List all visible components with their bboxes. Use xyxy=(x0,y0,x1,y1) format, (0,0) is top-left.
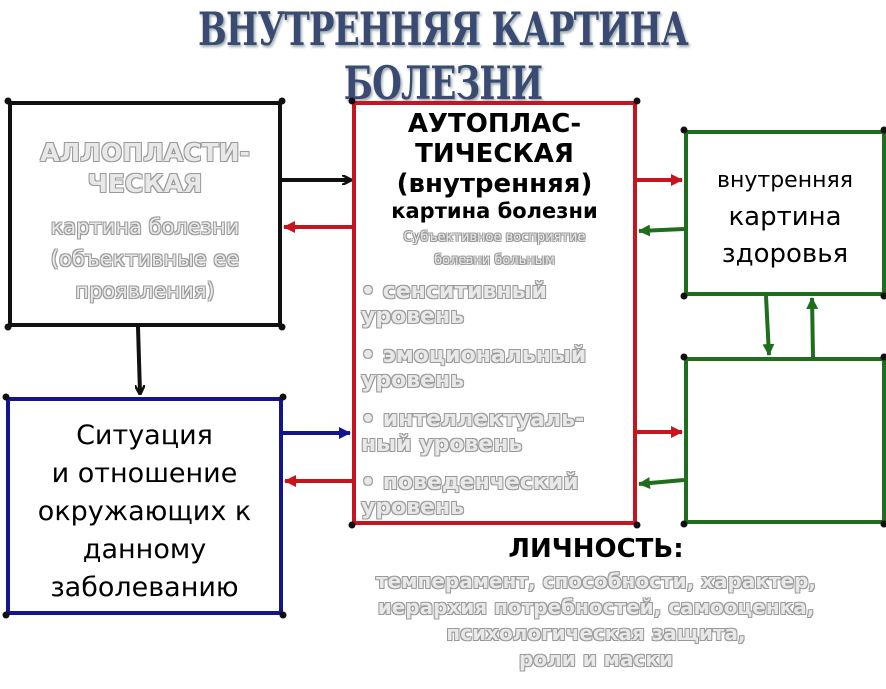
arrow-allo-to-situation xyxy=(138,326,140,393)
autoplastic-box: АУТОПЛАС- ТИЧЕСКАЯ (внутренняя) картина … xyxy=(352,101,637,525)
personality-heading: ЛИЧНОСТЬ: xyxy=(508,534,684,564)
level-item: • эмоциональный уровень xyxy=(361,343,587,393)
level-item: • поведенческий уровень xyxy=(361,470,579,520)
auto-line-1: АУТОПЛАС- xyxy=(407,109,582,139)
personality-line-3: психологическая защита, xyxy=(446,621,746,645)
level-item: • интеллектуаль- ный уровень xyxy=(361,407,585,457)
allo-line-4: (объективные ее xyxy=(50,247,240,271)
personality-line-2: иерархия потребностей, самооценка, xyxy=(377,595,815,619)
health-line-2: картина xyxy=(728,202,842,232)
arrow-empty-to-auto xyxy=(638,477,685,490)
situation-box: Ситуация и отношение окружающих к данном… xyxy=(6,397,283,615)
health-line-3: здоровья xyxy=(721,239,849,269)
personality-line-4: роли и маски xyxy=(519,647,673,671)
health-box: внутренняя картина здоровья xyxy=(684,130,886,296)
health-line-1: внутренняя xyxy=(717,168,853,193)
empty-green-box xyxy=(684,357,886,524)
situation-line-1: Ситуация xyxy=(76,420,213,451)
situation-line-5: заболеванию xyxy=(50,572,239,603)
level-item: • сенситивный уровень xyxy=(361,279,547,329)
auto-line-2: ТИЧЕСКАЯ xyxy=(415,139,574,169)
allo-line-3: картина болезни xyxy=(50,215,240,239)
auto-sub-2: болезни больным xyxy=(434,253,555,268)
personality-line-1: темперамент, способности, характер, xyxy=(376,569,816,593)
arrow-empty-to-health xyxy=(806,297,819,358)
allo-line-5: проявления) xyxy=(75,279,215,303)
corner-dots xyxy=(2,97,886,619)
arrow-health-to-auto xyxy=(638,224,685,237)
auto-line-3: (внутренняя) xyxy=(396,169,593,199)
arrow-health-to-empty xyxy=(762,295,775,356)
alloplastic-box: АЛЛОПЛАСТИ- ЧЕСКАЯ картина болезни (объе… xyxy=(8,101,282,327)
diagram-title: ВНУТРЕННЯЯ КАРТИНА БОЛЕЗНИ xyxy=(198,2,689,110)
auto-line-4: картина болезни xyxy=(391,199,598,223)
allo-line-2: ЧЕСКАЯ xyxy=(87,169,203,198)
situation-line-2: и отношение xyxy=(51,458,238,489)
situation-line-4: данному xyxy=(82,534,207,565)
situation-line-3: окружающих к xyxy=(37,496,252,527)
auto-sub-1: Субъективное восприятие xyxy=(403,230,586,245)
allo-line-1: АЛЛОПЛАСТИ- xyxy=(40,138,250,167)
